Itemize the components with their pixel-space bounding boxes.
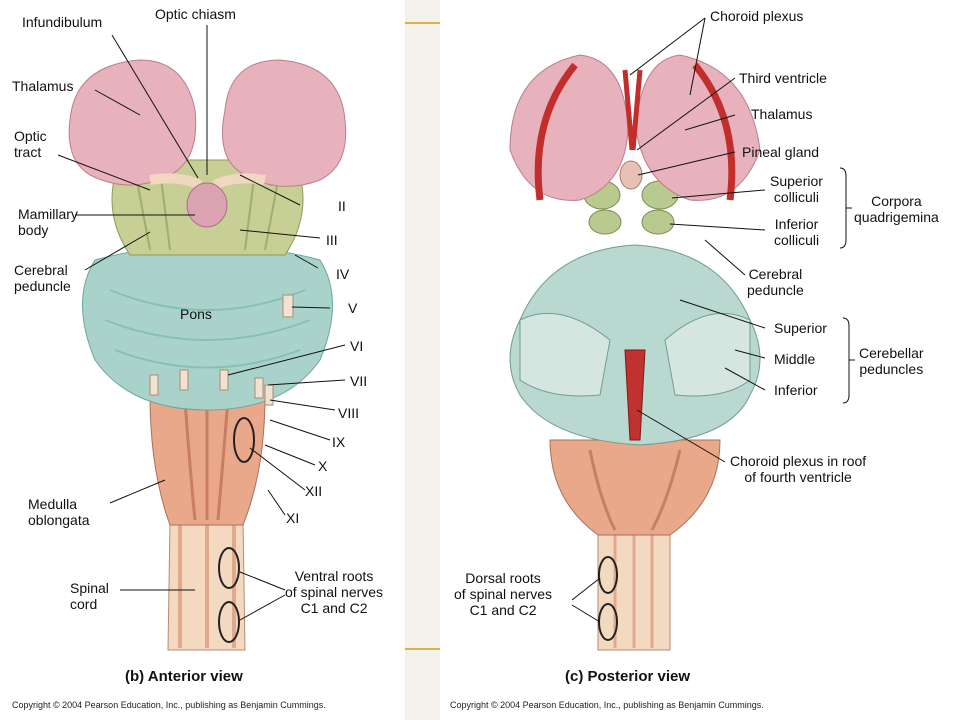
label-inferior-peduncle: Inferior bbox=[774, 382, 818, 398]
label-nerve-x: X bbox=[318, 458, 328, 474]
label-cerebral-peduncle-posterior: Cerebral peduncle bbox=[747, 266, 804, 298]
label-dorsal-roots: Dorsal roots of spinal nerves C1 and C2 bbox=[454, 570, 553, 618]
label-choroid-plexus-fourth-ventricle: Choroid plexus in roof of fourth ventric… bbox=[730, 453, 867, 485]
copyright-anterior: Copyright © 2004 Pearson Education, Inc.… bbox=[12, 700, 326, 710]
label-nerve-iv: IV bbox=[336, 266, 350, 282]
label-optic-tract: Optic tract bbox=[14, 128, 47, 160]
pons-shape bbox=[82, 244, 333, 411]
anterior-brainstem-illustration bbox=[57, 25, 347, 651]
label-cerebral-peduncle: Cerebral peduncle bbox=[14, 262, 71, 294]
label-nerve-vii: VII bbox=[350, 373, 368, 389]
label-ventral-roots: Ventral roots of spinal nerves C1 and C2 bbox=[285, 568, 384, 616]
label-nerve-v: V bbox=[348, 300, 358, 316]
anterior-view-panel: Infundibulum Optic chiasm Thalamus Optic… bbox=[0, 0, 405, 720]
label-inferior-colliculi: Inferior colliculi bbox=[774, 216, 820, 248]
label-medulla-oblongata: Medulla oblongata bbox=[28, 496, 90, 528]
label-optic-chiasm: Optic chiasm bbox=[155, 6, 236, 22]
thalamus-right-shape bbox=[222, 59, 347, 187]
label-cerebellar-peduncles: Cerebellar peduncles bbox=[859, 345, 924, 377]
label-infundibulum: Infundibulum bbox=[22, 14, 103, 30]
label-nerve-viii: VIII bbox=[338, 405, 360, 421]
gutter-rule-bottom bbox=[405, 648, 440, 650]
label-thalamus: Thalamus bbox=[12, 78, 74, 94]
thalamus-left-shape bbox=[68, 59, 197, 186]
label-spinal-cord: Spinal cord bbox=[70, 580, 109, 612]
label-superior-peduncle: Superior bbox=[774, 320, 827, 336]
posterior-brainstem-illustration bbox=[509, 17, 855, 651]
label-thalamus-posterior: Thalamus bbox=[751, 106, 813, 122]
label-pineal-gland: Pineal gland bbox=[742, 144, 820, 160]
label-choroid-plexus: Choroid plexus bbox=[710, 8, 804, 24]
label-nerve-vi: VI bbox=[350, 338, 364, 354]
label-third-ventricle: Third ventricle bbox=[739, 70, 827, 86]
panel-gutter bbox=[405, 0, 440, 720]
label-middle-peduncle: Middle bbox=[774, 351, 816, 367]
label-nerve-iii: III bbox=[326, 232, 338, 248]
label-nerve-xi: XI bbox=[286, 510, 300, 526]
label-corpora-quadrigemina: Corpora quadrigemina bbox=[854, 193, 939, 225]
caption-posterior-view: (c) Posterior view bbox=[565, 668, 691, 685]
label-mamillary-body: Mamillary body bbox=[18, 206, 78, 238]
copyright-posterior: Copyright © 2004 Pearson Education, Inc.… bbox=[450, 700, 764, 710]
caption-anterior-view: (b) Anterior view bbox=[125, 668, 243, 685]
label-pons: Pons bbox=[180, 306, 212, 322]
gutter-rule-top bbox=[405, 22, 440, 24]
label-nerve-ii: II bbox=[338, 198, 346, 214]
label-nerve-ix: IX bbox=[332, 434, 346, 450]
posterior-view-panel: Choroid plexus Third ventricle Thalamus … bbox=[440, 0, 960, 720]
label-superior-colliculi: Superior colliculi bbox=[770, 173, 823, 205]
label-nerve-xii: XII bbox=[305, 483, 323, 499]
